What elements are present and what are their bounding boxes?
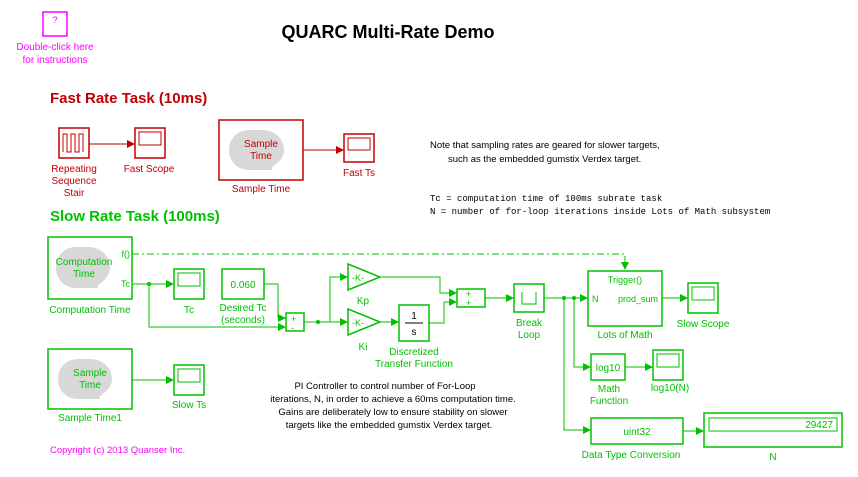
pi-note-2: iterations, N, in order to achieve a 60m… (270, 394, 516, 405)
quanser-logo-icon (58, 359, 112, 399)
n-display-block[interactable]: 29427 N (703, 412, 843, 463)
tf-den: s (412, 327, 417, 338)
computation-time-inner-1: Computation (56, 257, 113, 268)
fast-ts-scope-block[interactable]: Fast Ts (343, 133, 375, 179)
log10-scope-block[interactable]: log10(N) (651, 349, 689, 394)
kp-gain-block[interactable]: -K- Kp (347, 262, 382, 307)
help-icon: ? (52, 15, 57, 25)
sum1-minus: - (291, 323, 294, 333)
prod-sum-port-label: prod_sum (618, 294, 658, 304)
help-block[interactable]: ? Double-click here for instructions (16, 11, 94, 66)
fast-scope-block[interactable]: Fast Scope (124, 127, 175, 175)
lots-of-math-label: Lots of Math (597, 330, 652, 341)
stair-label-2: Sequence (51, 176, 96, 187)
tf-label-2: Transfer Function (375, 359, 453, 370)
desired-tc-value: 0.060 (230, 280, 255, 291)
trigger-port-label: Trigger() (608, 275, 642, 285)
pi-sum-block[interactable]: + + (456, 288, 486, 308)
ki-gain-block[interactable]: -K- Ki (347, 307, 382, 353)
data-type-conversion-block[interactable]: uint32 Data Type Conversion (582, 417, 684, 461)
sum2-plus-2: + (466, 298, 471, 308)
break-loop-block[interactable]: Break Loop (513, 283, 545, 341)
help-caption-2: for instructions (22, 55, 87, 66)
tf-num: 1 (411, 311, 417, 322)
dtc-inner: uint32 (623, 427, 651, 438)
math-function-label-2: Function (590, 396, 628, 407)
sample-time1-inner-2: Time (79, 380, 101, 391)
port-tc-label: Tc (121, 279, 131, 289)
kp-label: Kp (357, 296, 370, 307)
port-f-label: f() (122, 249, 131, 259)
pi-note-1: PI Controller to control number of For-L… (294, 381, 475, 392)
computation-time-label: Computation Time (49, 305, 131, 316)
fast-section-title: Fast Rate Task (10ms) (50, 90, 207, 107)
desired-tc-label-1: Desired Tc (219, 303, 266, 314)
log10-inner: log10 (596, 363, 621, 374)
copyright: Copyright (c) 2013 Quanser Inc. (50, 445, 185, 456)
sample-time-inner-2: Time (250, 151, 272, 162)
slow-section-title: Slow Rate Task (100ms) (50, 208, 220, 225)
tc-scope-block[interactable]: Tc (173, 268, 205, 316)
note-tc: Tc = computation time of 100ms subrate t… (430, 194, 662, 204)
help-caption-1: Double-click here (16, 42, 94, 53)
sum1-plus: + (291, 314, 296, 324)
page-title: QUARC Multi-Rate Demo (281, 22, 494, 42)
fast-ts-label: Fast Ts (343, 168, 375, 179)
computation-time-inner-2: Time (73, 269, 95, 280)
error-sum-block[interactable]: + - (285, 312, 305, 333)
n-port-label: N (592, 294, 599, 304)
ki-inner: -K- (352, 318, 364, 328)
ki-label: Ki (359, 342, 368, 353)
note-n: N = number of for-loop iterations inside… (430, 207, 770, 217)
slow-ts-label: Slow Ts (172, 400, 206, 411)
note-line-1: Note that sampling rates are geared for … (430, 140, 660, 151)
desired-tc-constant-block[interactable]: 0.060 Desired Tc (seconds) (219, 268, 267, 326)
sample-time-label: Sample Time (232, 184, 291, 195)
tf-label-1: Discretized (389, 347, 438, 358)
sample-time1-block[interactable]: Sample Time Sample Time1 (47, 348, 133, 424)
break-loop-label-1: Break (516, 318, 543, 329)
note-line-2: such as the embedded gumstix Verdex targ… (448, 154, 641, 165)
fast-scope-label: Fast Scope (124, 164, 175, 175)
sample-time1-inner-1: Sample (73, 368, 107, 379)
quanser-logo-icon (56, 247, 110, 288)
break-loop-label-2: Loop (518, 330, 541, 341)
pi-note-3: Gains are deliberately low to ensure sta… (278, 407, 507, 418)
dtc-label: Data Type Conversion (582, 450, 681, 461)
sum2-plus-1: + (466, 289, 471, 299)
computation-time-block[interactable]: Computation Time f() Tc Computation Time (47, 236, 133, 316)
slow-ts-scope-block[interactable]: Slow Ts (172, 364, 206, 411)
math-function-block[interactable]: log10 Math Function (590, 353, 628, 407)
math-function-label-1: Math (598, 384, 620, 395)
slow-scope-label: Slow Scope (677, 319, 730, 330)
sample-time-block[interactable]: Sample Time Sample Time (218, 119, 304, 195)
quanser-logo-icon (229, 130, 284, 170)
lots-of-math-block[interactable]: Trigger() N prod_sum Lots of Math (587, 270, 663, 341)
sample-time-inner-1: Sample (244, 139, 278, 150)
pi-note-4: targets like the embedded gumstix Verdex… (286, 420, 492, 431)
repeating-sequence-stair-block[interactable]: Repeating Sequence Stair (51, 127, 97, 199)
discretized-transfer-function-block[interactable]: 1 s Discretized Transfer Function (375, 304, 453, 370)
kp-inner: -K- (352, 273, 364, 283)
slow-scope-block[interactable]: Slow Scope (677, 282, 730, 330)
n-display-label: N (769, 452, 776, 463)
log10-scope-label: log10(N) (651, 383, 689, 394)
sample-time1-label: Sample Time1 (58, 413, 122, 424)
stair-label-1: Repeating (51, 164, 97, 175)
desired-tc-label-2: (seconds) (221, 315, 265, 326)
stair-label-3: Stair (64, 188, 85, 199)
tc-scope-label: Tc (184, 305, 194, 316)
n-display-value: 29427 (805, 420, 833, 431)
